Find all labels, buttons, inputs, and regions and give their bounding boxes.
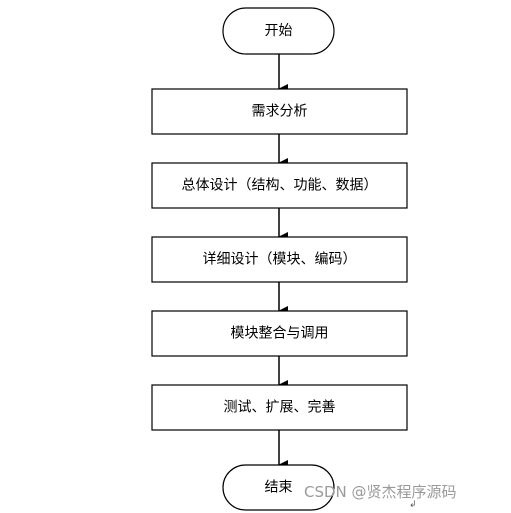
paragraph-mark-icon: ↲ [409,500,417,510]
step-label: 详细设计（模块、编码） [203,252,357,268]
step-label: 总体设计（结构、功能、数据） [182,178,378,194]
process-box-testing [151,384,408,431]
step-label: 测试、扩展、完善 [224,400,336,416]
end-terminator [222,464,335,511]
watermark-text: CSDN @贤杰程序源码 [304,483,457,501]
process-box-requirements [151,88,408,135]
step-label: 需求分析 [252,104,308,120]
end-label: 结束 [265,480,293,496]
process-box-detailed-design [151,236,408,283]
start-label: 开始 [265,23,293,39]
step-label: 模块整合与调用 [231,326,329,342]
process-box-integration [151,310,408,357]
